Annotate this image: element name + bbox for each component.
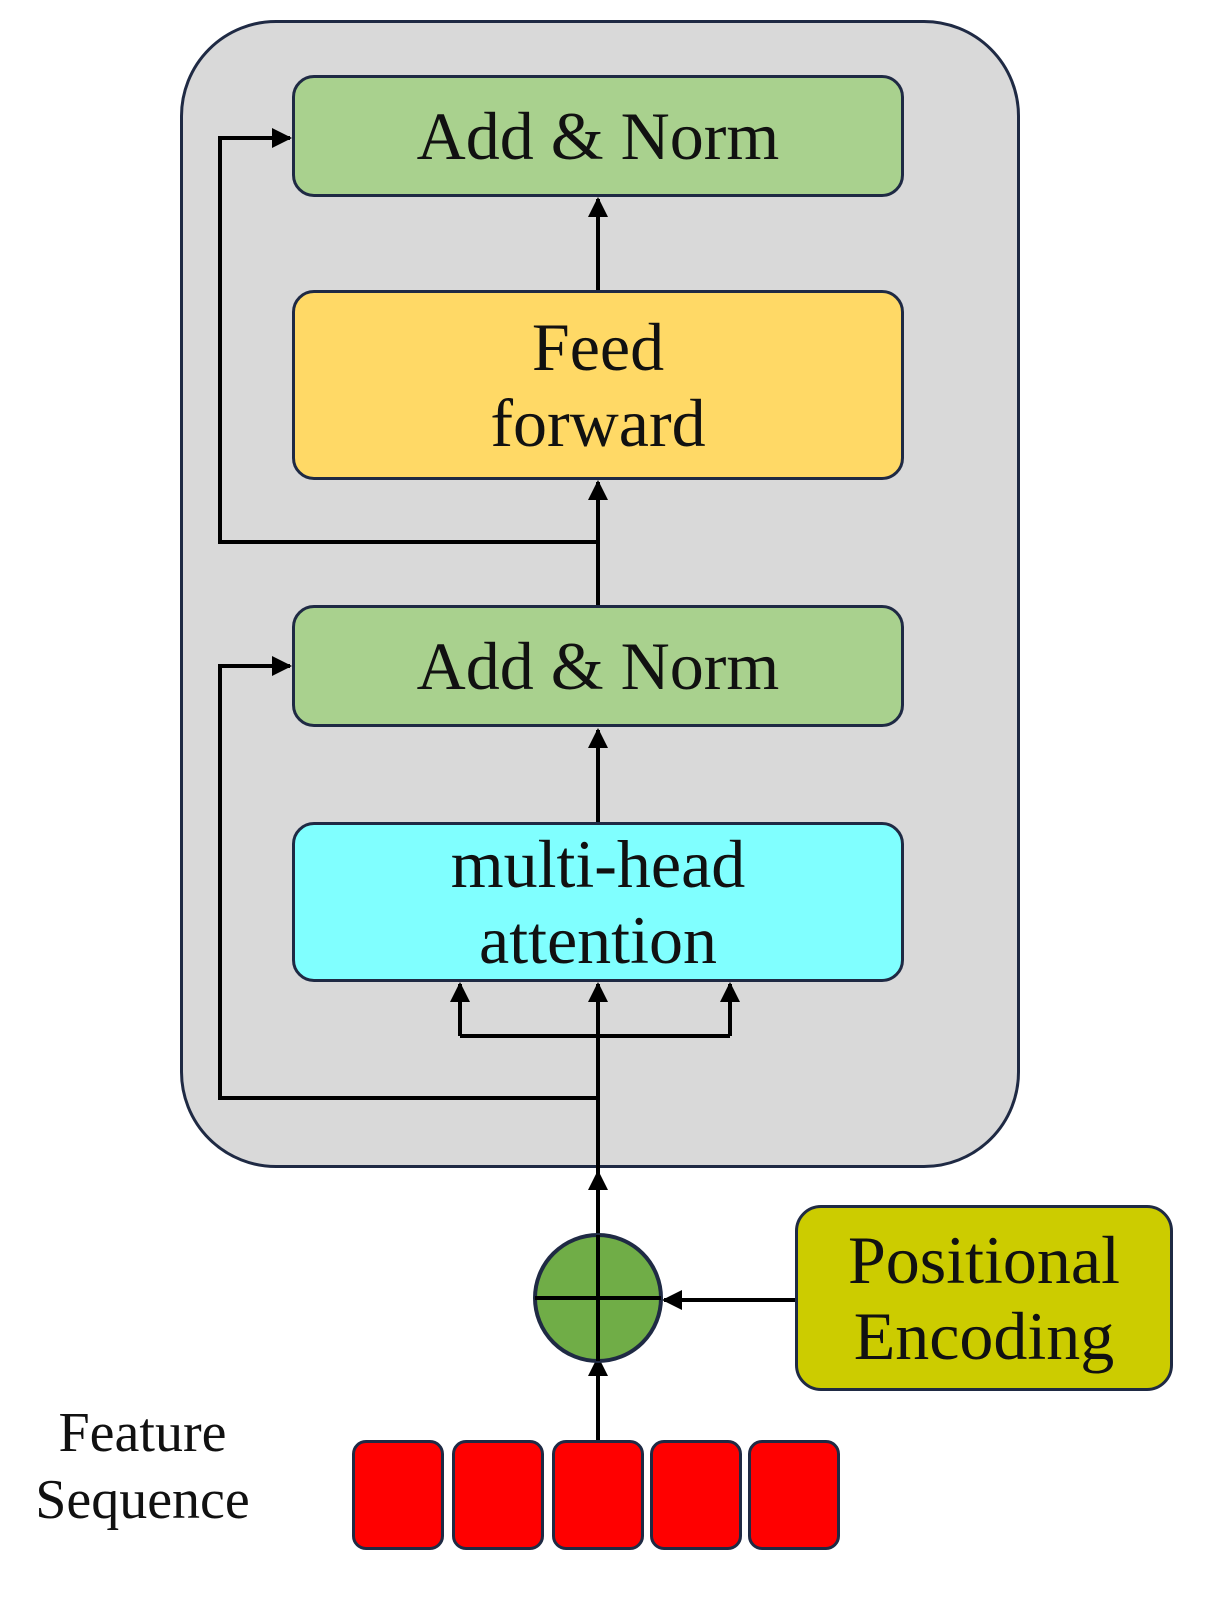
feature-token-5 [748,1440,840,1550]
residual-path-top [218,128,598,544]
add-norm-bottom-box: Add & Norm [292,605,904,727]
feature-token-4 [650,1440,742,1550]
adder-symbol [533,1233,663,1363]
feature-token-3 [552,1440,644,1550]
attention-label-line2: attention [479,902,717,978]
feature-sequence-line2: Sequence [35,1469,250,1532]
feature-token-2 [452,1440,544,1550]
add-norm-top-box: Add & Norm [292,75,904,197]
feature-sequence-label: Feature Sequence [0,1400,285,1534]
multi-head-attention-box: multi-head attention [292,822,904,982]
add-norm-top-label: Add & Norm [416,97,780,174]
residual-path-bottom [218,656,598,1100]
positional-encoding-line1: Positional [847,1221,1121,1298]
feature-sequence-line1: Feature [58,1402,227,1464]
positional-encoding-box: Positional Encoding [795,1205,1173,1391]
attention-label-line1: multi-head [450,825,746,902]
positional-encoding-line2: Encoding [853,1298,1115,1374]
feed-forward-label-line1: Feed [531,308,665,385]
feed-forward-box: Feed forward [292,290,904,480]
add-norm-bottom-label: Add & Norm [416,627,780,704]
feature-token-1 [352,1440,444,1550]
feed-forward-label-line2: forward [490,385,706,461]
